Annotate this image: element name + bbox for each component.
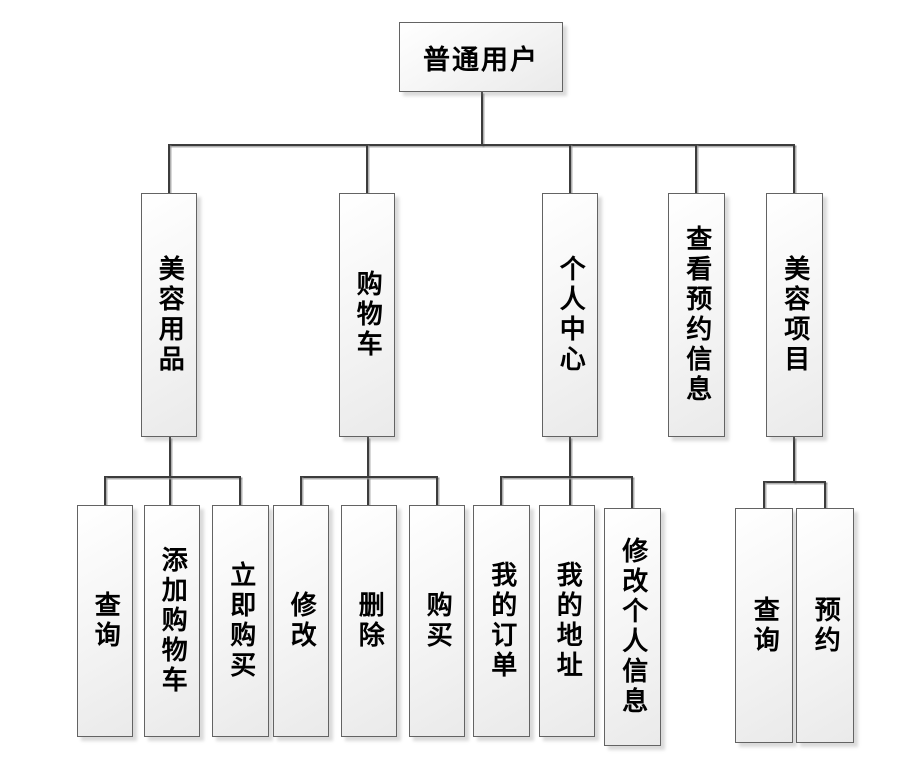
connector-personal-drop-left xyxy=(500,476,502,505)
node-shopping-cart: 购物车 xyxy=(339,193,395,437)
connector-services-drop-right xyxy=(824,481,826,508)
connector-services-bus xyxy=(763,481,826,483)
connector-drop-beauty-products xyxy=(168,144,170,193)
connector-drop-personal-center xyxy=(569,144,571,193)
connector-drop-beauty-services xyxy=(793,144,795,193)
node-products-query: 查询 xyxy=(77,505,133,737)
connector-cart-drop-left xyxy=(300,476,302,505)
connector-personal-bus xyxy=(500,476,633,478)
connector-cart-drop-right xyxy=(436,476,438,505)
node-services-reserve: 预约 xyxy=(796,508,854,743)
connector-personal-drop-right xyxy=(631,476,633,508)
connector-root-drop xyxy=(481,92,483,146)
node-beauty-products: 美容用品 xyxy=(141,193,197,437)
node-personal-edit-info: 修改个人信息 xyxy=(604,508,661,746)
node-beauty-services: 美容项目 xyxy=(766,193,823,437)
connector-products-bus xyxy=(104,476,241,478)
connector-drop-shopping-cart xyxy=(366,144,368,193)
connector-drop-view-appointment xyxy=(695,144,697,193)
connector-cart-bus xyxy=(300,476,438,478)
node-services-query: 查询 xyxy=(735,508,793,743)
node-personal-my-orders: 我的订单 xyxy=(473,505,530,737)
node-root-user: 普通用户 xyxy=(399,22,563,92)
connector-services-drop-left xyxy=(763,481,765,508)
connector-products-drop-right xyxy=(239,476,241,505)
node-cart-delete: 删除 xyxy=(341,505,397,737)
connector-services-parent-drop xyxy=(793,437,795,483)
node-personal-my-address: 我的地址 xyxy=(539,505,595,737)
connector-products-parent-drop xyxy=(169,437,171,505)
node-products-add-to-cart: 添加购物车 xyxy=(144,505,200,737)
connector-products-drop-left xyxy=(104,476,106,505)
node-personal-center: 个人中心 xyxy=(542,193,598,437)
node-products-buy-now: 立即购买 xyxy=(212,505,269,737)
connector-level1-bus xyxy=(168,144,795,146)
node-cart-modify: 修改 xyxy=(273,505,329,737)
connector-cart-parent-drop xyxy=(367,437,369,505)
connector-personal-parent-drop xyxy=(569,437,571,505)
node-view-appointment-info: 查看预约信息 xyxy=(668,193,725,437)
node-cart-buy: 购买 xyxy=(409,505,465,737)
